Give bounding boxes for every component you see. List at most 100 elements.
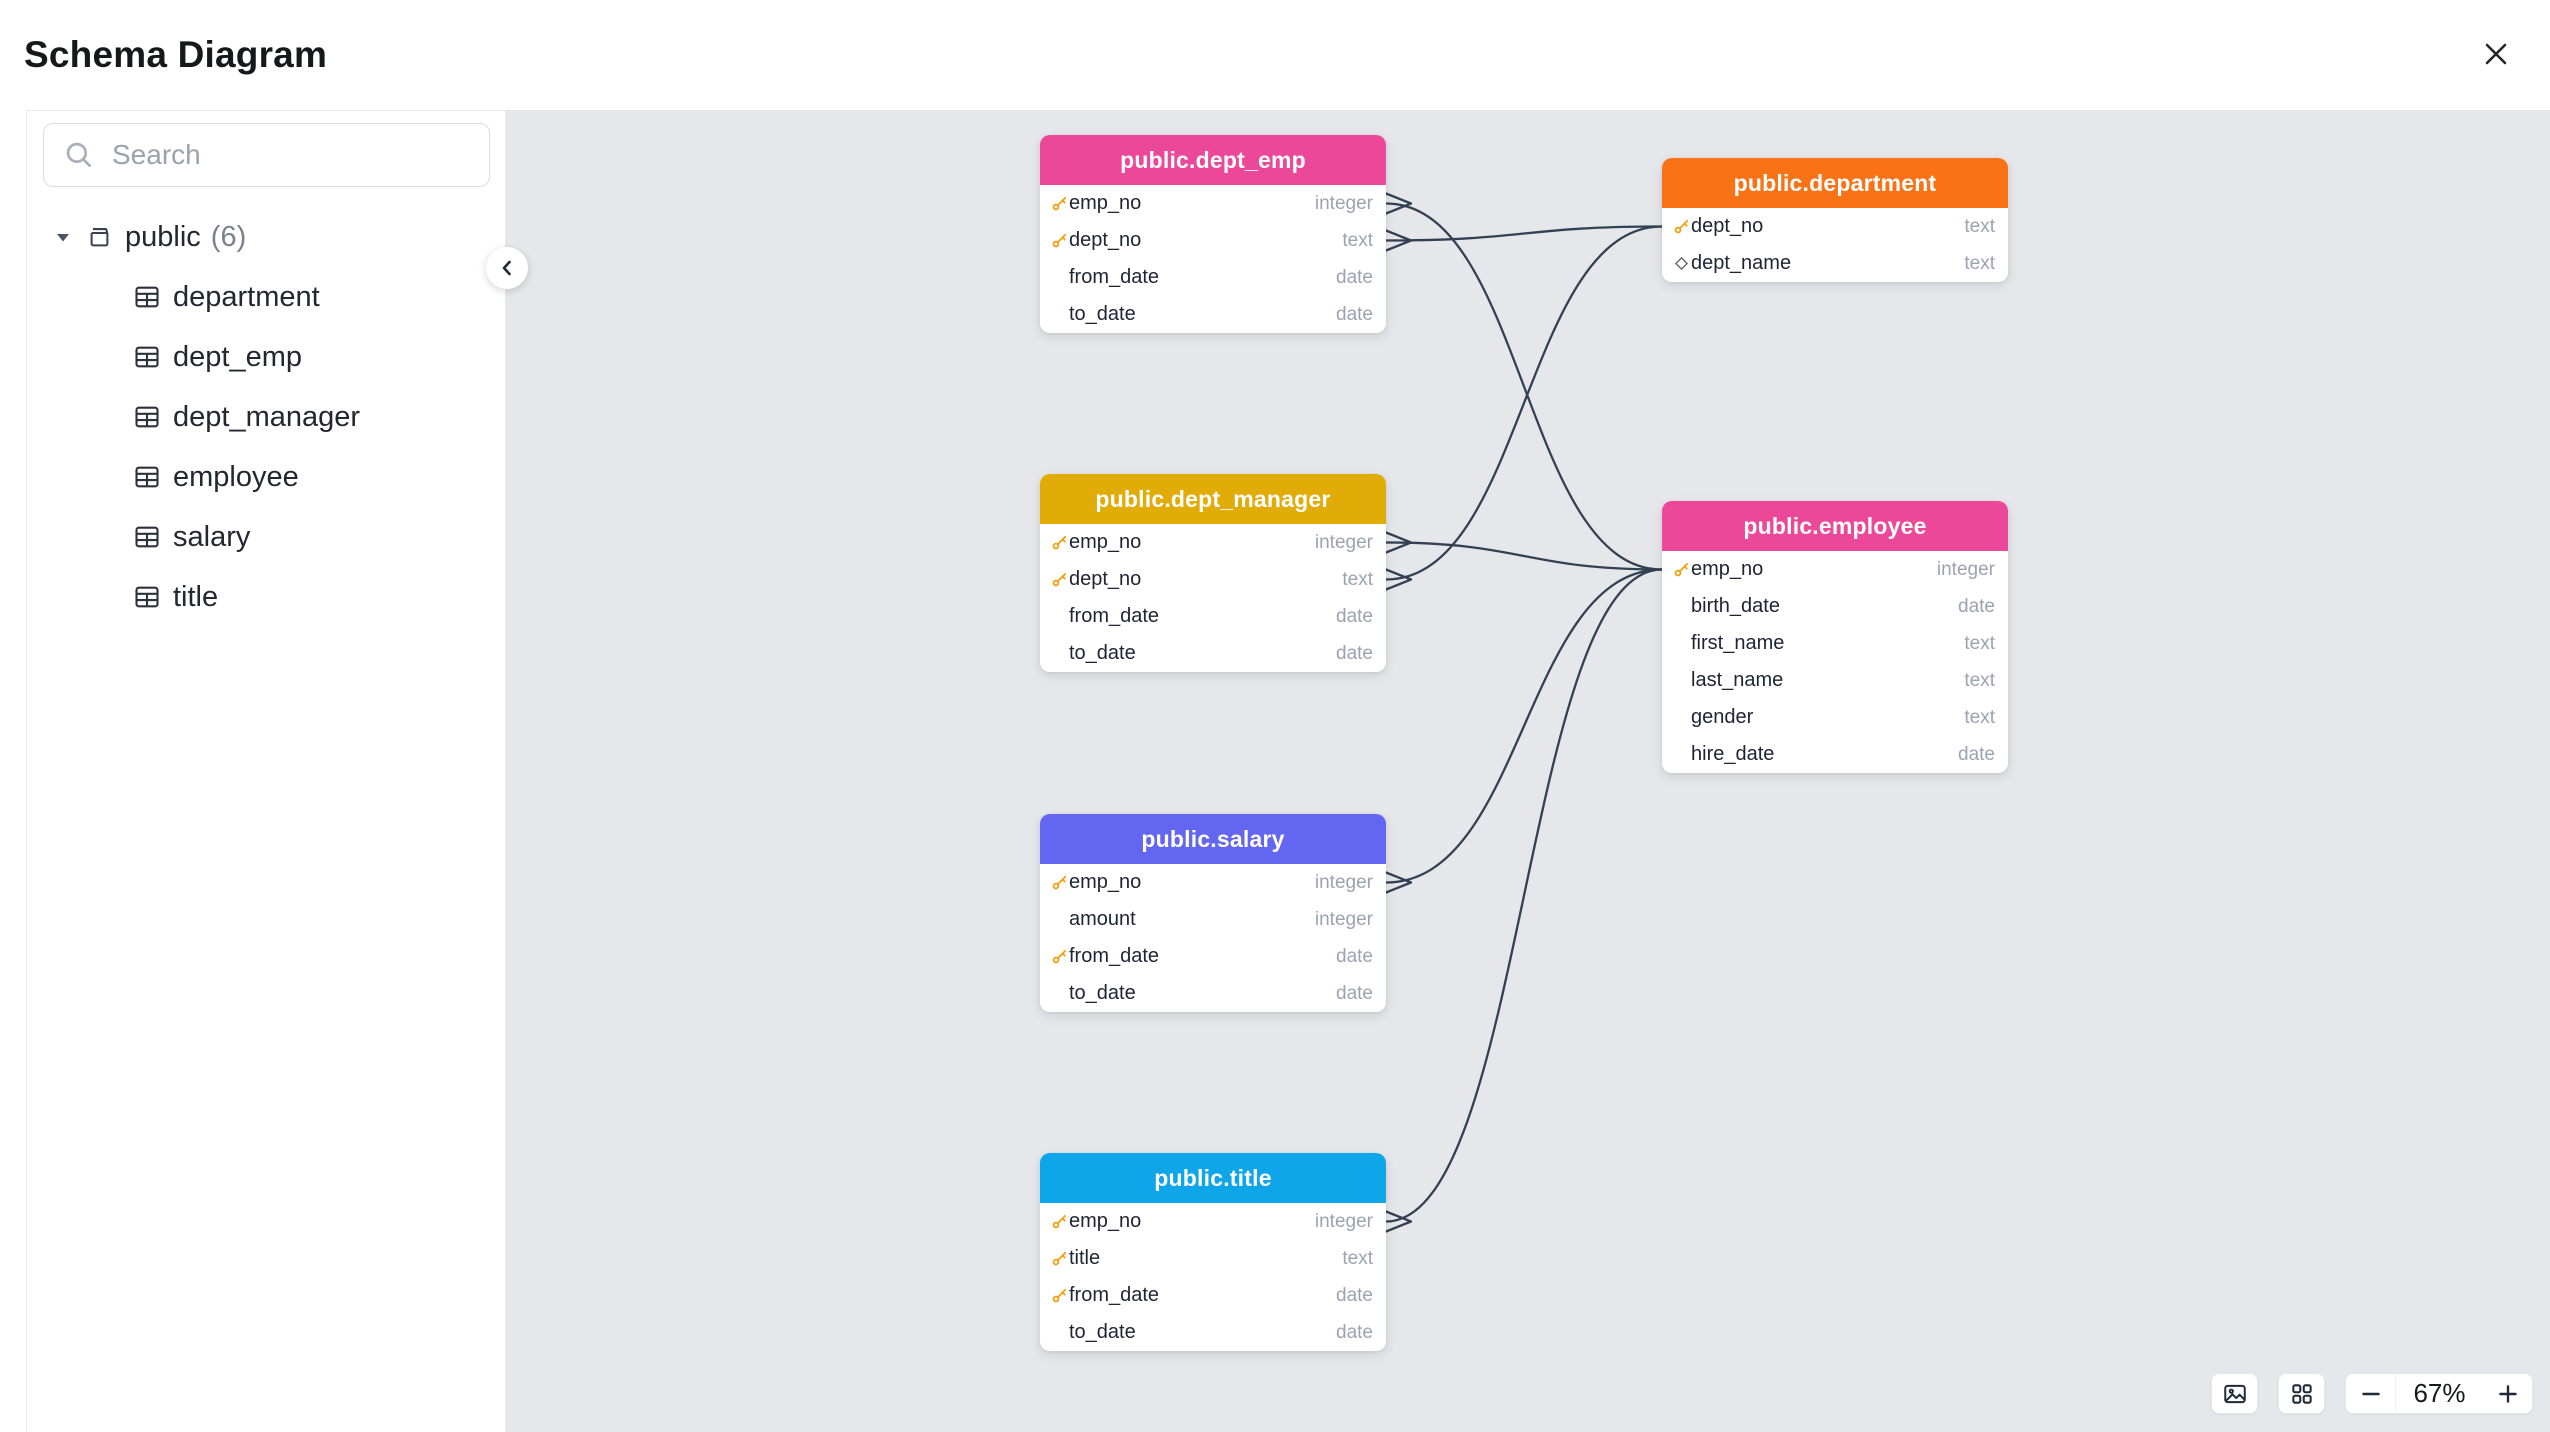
table-icon [133, 523, 161, 551]
no-icon [1049, 1323, 1069, 1343]
column-type: integer [1936, 558, 1995, 580]
sidebar-item-department[interactable]: department [27, 267, 505, 327]
minus-icon [2358, 1381, 2384, 1407]
no-icon [1671, 708, 1691, 728]
primary-key-icon [1049, 570, 1069, 590]
column-name: from_date [1069, 1284, 1160, 1306]
column-row-amount: amount integer [1040, 901, 1386, 938]
export-image-button[interactable] [2211, 1373, 2258, 1414]
column-name: last_name [1691, 669, 1784, 691]
sidebar-item-salary[interactable]: salary [27, 507, 505, 567]
column-row-emp_no: emp_no integer [1040, 1203, 1386, 1240]
no-icon [1049, 910, 1069, 930]
column-row-dept_no: dept_no text [1662, 208, 2008, 245]
sidebar-item-label: title [173, 580, 219, 613]
column-type: text [1964, 252, 1995, 274]
primary-key-icon [1049, 231, 1069, 251]
column-name: emp_no [1069, 1210, 1142, 1232]
column-type: text [1342, 1247, 1373, 1269]
sidebar: public (6) department dept_emp dept_manage… [26, 110, 505, 1432]
column-name: dept_no [1069, 568, 1142, 590]
sidebar-item-dept_emp[interactable]: dept_emp [27, 327, 505, 387]
caret-down-icon[interactable] [53, 228, 73, 246]
close-button[interactable] [2466, 24, 2526, 84]
column-name: amount [1069, 908, 1136, 930]
primary-key-icon [1049, 1212, 1069, 1232]
table-node-title[interactable]: public.title emp_no integer title text from_d… [1040, 1153, 1386, 1351]
primary-key-icon [1671, 217, 1691, 237]
zoom-in-button[interactable] [2483, 1374, 2532, 1413]
column-type: date [1336, 982, 1373, 1004]
sidebar-item-label: department [173, 280, 320, 313]
table-icon [133, 583, 161, 611]
column-type: integer [1314, 908, 1373, 930]
grid-2x2-icon [2289, 1381, 2315, 1407]
column-type: date [1336, 642, 1373, 664]
zoom-out-button[interactable] [2346, 1374, 2395, 1413]
page-title: Schema Diagram [24, 34, 328, 75]
chevron-left-icon [495, 256, 519, 280]
sidebar-item-schema-public[interactable]: public (6) [27, 207, 505, 267]
table-icon [133, 343, 161, 371]
column-type: date [1336, 1284, 1373, 1306]
no-icon [1671, 597, 1691, 617]
no-icon [1049, 268, 1069, 288]
column-type: integer [1314, 871, 1373, 893]
column-type: integer [1314, 192, 1373, 214]
table-icon [133, 283, 161, 311]
column-type: text [1964, 215, 1995, 237]
no-icon [1671, 745, 1691, 765]
auto-layout-button[interactable] [2278, 1373, 2325, 1414]
table-node-title: public.employee [1662, 501, 2008, 551]
column-name: dept_no [1691, 215, 1764, 237]
column-name: dept_name [1691, 252, 1792, 274]
column-name: from_date [1069, 945, 1160, 967]
table-node-title: public.department [1662, 158, 2008, 208]
no-icon [1049, 607, 1069, 627]
column-name: emp_no [1069, 531, 1142, 553]
search-input[interactable] [112, 139, 473, 171]
column-type: date [1958, 595, 1995, 617]
sidebar-item-employee[interactable]: employee [27, 447, 505, 507]
table-node-title: public.salary [1040, 814, 1386, 864]
unique-diamond-icon [1671, 254, 1691, 274]
sidebar-item-label: dept_manager [173, 400, 361, 433]
primary-key-icon [1049, 1286, 1069, 1306]
column-name: emp_no [1069, 192, 1142, 214]
column-row-emp_no: emp_no integer [1662, 551, 2008, 588]
column-row-dept_name: dept_name text [1662, 245, 2008, 282]
table-node-title: public.dept_emp [1040, 135, 1386, 185]
plus-icon [2495, 1381, 2521, 1407]
table-node-title: public.title [1040, 1153, 1386, 1203]
column-row-last_name: last_name text [1662, 662, 2008, 699]
column-name: gender [1691, 706, 1754, 728]
sidebar-item-dept_manager[interactable]: dept_manager [27, 387, 505, 447]
sidebar-collapse-button[interactable] [486, 247, 528, 289]
column-name: hire_date [1691, 743, 1775, 765]
sidebar-item-label: salary [173, 520, 251, 553]
no-icon [1049, 644, 1069, 664]
column-type: text [1964, 669, 1995, 691]
schema-tree: public (6) department dept_emp dept_manage… [27, 207, 505, 627]
column-type: date [1958, 743, 1995, 765]
column-type: integer [1314, 1210, 1373, 1232]
column-type: date [1336, 1321, 1373, 1343]
column-name: emp_no [1691, 558, 1764, 580]
column-name: first_name [1691, 632, 1785, 654]
column-name: title [1069, 1247, 1101, 1269]
sidebar-item-title[interactable]: title [27, 567, 505, 627]
